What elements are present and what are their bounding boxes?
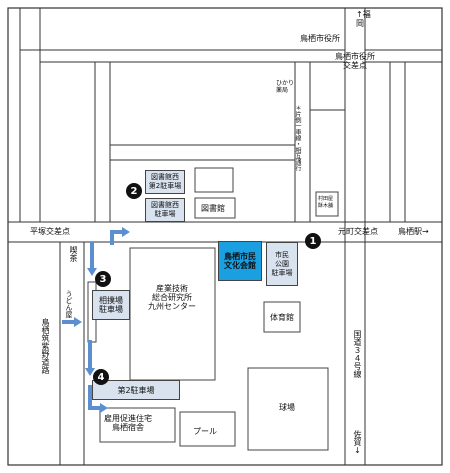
arrowhead-4 [85, 368, 95, 376]
label-pool: プール [193, 427, 217, 436]
parking-p2b[interactable]: 図書館西 駐車場 [145, 198, 185, 222]
approach-arrows [62, 230, 122, 410]
building-north [194, 167, 234, 193]
parking-p3-label: 相撲場 駐車場 [99, 296, 123, 314]
label-kissa: 喫茶 [69, 246, 78, 262]
venue-cultural-hall[interactable]: 鳥栖市民 文化会館 [218, 241, 262, 281]
label-hirazuka-junction: 平塚交差点 [30, 227, 70, 236]
shop-building [315, 191, 339, 217]
parking-p1-label: 市民 公園 駐車場 [271, 250, 293, 277]
parking-p2b-label: 図書館西 駐車場 [151, 201, 179, 218]
arrow-north-turn [110, 230, 122, 245]
arrowhead-1 [122, 227, 130, 237]
marker-2: 2 [126, 183, 142, 199]
dorm-building [99, 407, 176, 443]
stadium-building [247, 367, 329, 451]
label-stadium: 球場 [279, 403, 295, 412]
pool-building [179, 411, 236, 447]
label-hikari-pharmacy: ひかり 薬局 [276, 80, 295, 94]
label-dorm: 雇用促進住宅 鳥栖宿舎 [104, 414, 152, 432]
library-building [194, 197, 236, 219]
research-center-building [129, 247, 216, 381]
marker-1: 1 [305, 233, 321, 249]
label-research-center: 産業技術 総合研究所 九州センター [148, 284, 196, 311]
parking-p1[interactable]: 市民 公園 駐車場 [266, 242, 298, 286]
label-city-hall-junction: 鳥栖市役所 交差点 [335, 52, 375, 70]
arrowhead-2 [87, 268, 97, 276]
label-motomachi-junction: 元町交差点 [338, 227, 378, 236]
arrowhead-5 [100, 403, 108, 413]
parking-p4-label: 第2駐車場 [117, 385, 155, 395]
arrowhead-3 [74, 317, 82, 327]
gym-building [263, 301, 301, 333]
parking-p2a[interactable]: 図書館西 第2駐車場 [145, 170, 185, 194]
arrow-heads [74, 227, 130, 413]
map-frame [7, 7, 443, 466]
label-road-tosu-chikushino: 鳥栖筑紫野道路 [41, 318, 50, 374]
parking-p3[interactable]: 相撲場 駐車場 [92, 290, 130, 320]
label-udon: うどん屋 [65, 290, 73, 318]
parking-p4[interactable]: 第2駐車場 [92, 380, 180, 400]
venue-label: 鳥栖市民 文化会館 [224, 252, 256, 270]
label-route34: 国道３４号線 [353, 330, 362, 378]
label-city-hall: 鳥栖市役所 [300, 34, 340, 43]
label-village-tree: 村田屋 酥木舗 [318, 196, 334, 209]
label-fukuoka: ↑福 岡 [356, 10, 371, 28]
parking-p2a-label: 図書館西 第2駐車場 [148, 173, 182, 190]
marker-3: 3 [95, 271, 111, 287]
label-one-way: ＊片側一車線・相互通行 [294, 105, 301, 171]
arrow-down-3 [88, 385, 100, 410]
label-tosu-station: 鳥栖駅→ [398, 227, 429, 236]
label-library: 図書館 [201, 204, 225, 213]
label-gym: 体育館 [270, 313, 294, 322]
label-saga: 佐賀↓ [353, 430, 362, 455]
marker-4: 4 [93, 369, 109, 385]
